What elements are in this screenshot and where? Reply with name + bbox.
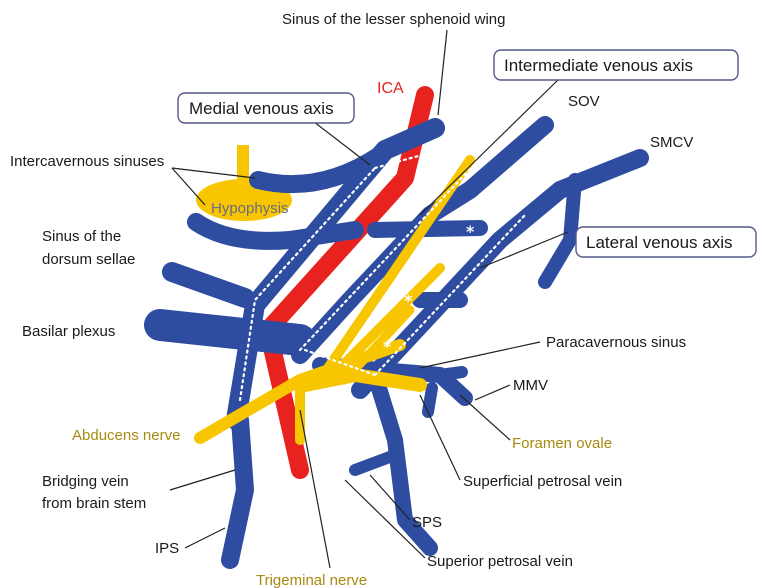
bridging-vein-line1: Bridging vein	[42, 473, 129, 490]
paracavernous-sinus-label: Paracavernous sinus	[546, 334, 686, 351]
foramen-ovale-label: Foramen ovale	[512, 435, 612, 452]
asterisk-1: *	[466, 222, 475, 241]
sinus-lesser-sphenoid-wing-label: Sinus of the lesser sphenoid wing	[282, 11, 505, 28]
bridging-vein-line2: from brain stem	[42, 495, 146, 512]
intermediate-venous-axis-label: Intermediate venous axis	[504, 56, 693, 75]
sps-label: SPS	[412, 514, 442, 531]
asterisk-3: *	[383, 337, 392, 356]
abducens-nerve-label: Abducens nerve	[72, 427, 180, 444]
hypophysis-label: Hypophysis	[211, 200, 289, 217]
superficial-petrosal-vein-label: Superficial petrosal vein	[463, 473, 622, 490]
superior-petrosal-vein-label: Superior petrosal vein	[427, 553, 573, 570]
smcv-label: SMCV	[650, 134, 693, 151]
medial-venous-axis-label: Medial venous axis	[189, 99, 334, 118]
trigeminal-nerve-label: Trigeminal nerve	[256, 572, 367, 588]
intercavernous-sinuses-label: Intercavernous sinuses	[10, 153, 164, 170]
sov-label: SOV	[568, 93, 600, 110]
ica-label: ICA	[377, 80, 404, 97]
sinus-dorsum-line2: dorsum sellae	[42, 251, 135, 268]
mmv-label: MMV	[513, 377, 548, 394]
lateral-venous-axis-label: Lateral venous axis	[586, 233, 732, 252]
asterisk-2: *	[404, 291, 413, 310]
basilar-plexus-label: Basilar plexus	[22, 323, 115, 340]
sinus-dorsum-line1: Sinus of the	[42, 228, 121, 245]
ips-label: IPS	[155, 540, 179, 557]
